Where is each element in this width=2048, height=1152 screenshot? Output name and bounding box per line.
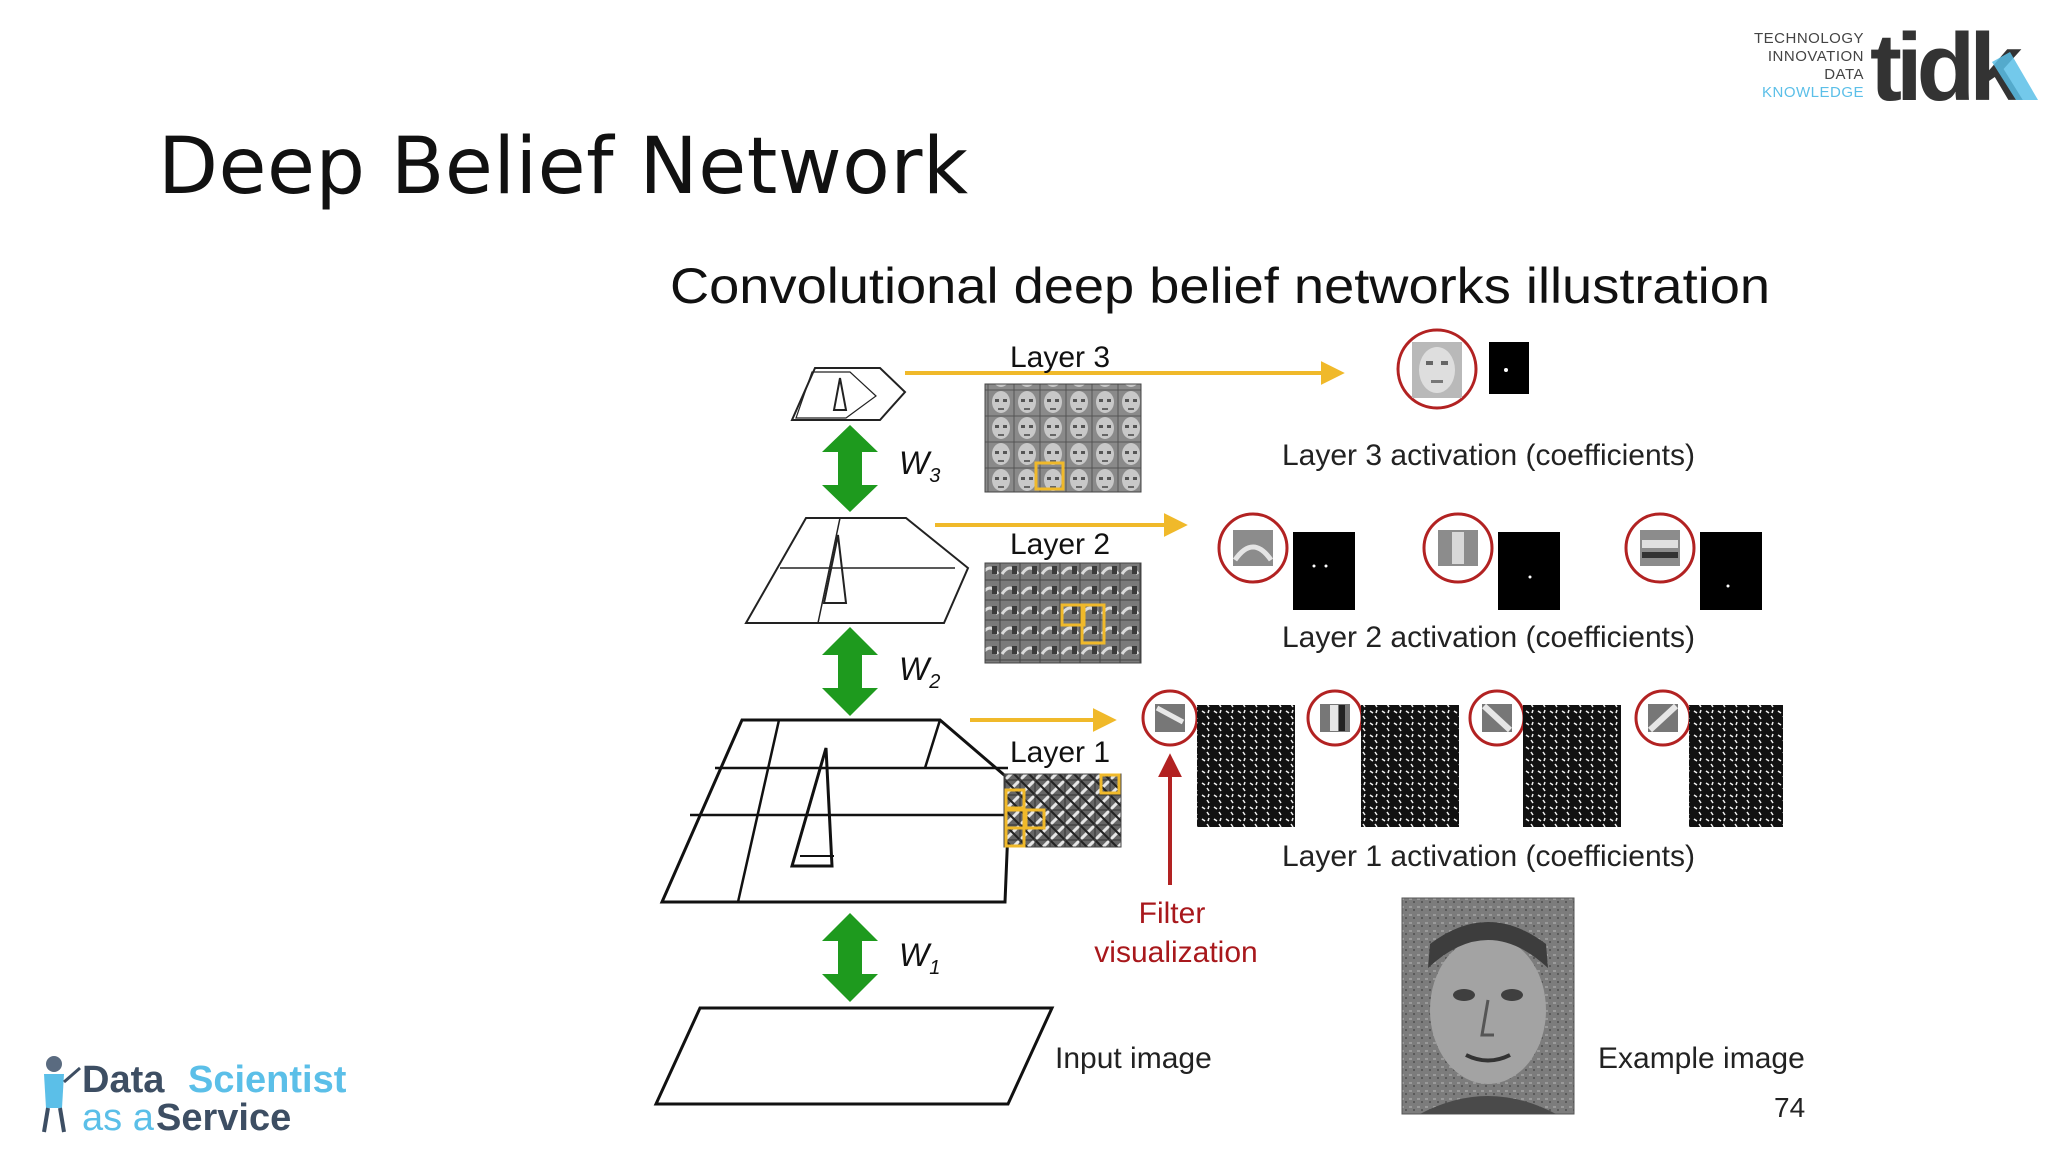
layer3-filter-highlight xyxy=(1034,461,1065,491)
layer3-activation-label: Layer 3 activation (coefficients) xyxy=(1282,439,1695,472)
scientist-mascot-icon xyxy=(42,1056,81,1133)
layer1-filter-1 xyxy=(1141,689,1295,827)
w3-green-arrow xyxy=(822,425,878,512)
tagline-data: DATA xyxy=(1824,66,1864,83)
filter-visualization-label-line2: visualization xyxy=(1094,936,1257,969)
diagram-heading: Convolutional deep belief networks illus… xyxy=(670,258,1770,314)
logo-accent-shape xyxy=(1992,52,2038,100)
layer1-filter-4 xyxy=(1634,689,1783,827)
tagline-knowledge: KNOWLEDGE xyxy=(1762,84,1864,101)
footer-logo-as-a: as a xyxy=(82,1097,155,1139)
layer2-activation-label: Layer 2 activation (coefficients) xyxy=(1282,621,1695,654)
layer1-pyramid xyxy=(659,718,1012,904)
logo-tagline: TECHNOLOGY INNOVATION DATA KNOWLEDGE xyxy=(1754,30,1864,101)
layer1-filter-highlight-c xyxy=(1004,826,1026,848)
w3-label: W3 xyxy=(899,445,940,487)
layer2-filter-3 xyxy=(1624,512,1762,610)
filter-visualization-label-line1: Filter xyxy=(1139,897,1206,930)
slide-title: Deep Belief Network xyxy=(158,122,969,212)
tagline-technology: TECHNOLOGY xyxy=(1754,30,1864,47)
layer1-filter-2 xyxy=(1306,689,1459,827)
w1-label: W1 xyxy=(899,937,940,979)
tagline-innovation: INNOVATION xyxy=(1768,48,1864,65)
footer-brand-logo: Data Scientist as a Service xyxy=(42,1056,347,1139)
layer1-activation-label: Layer 1 activation (coefficients) xyxy=(1282,840,1695,873)
example-face-image xyxy=(1401,897,1575,1115)
layer3-pyramid xyxy=(790,367,907,421)
layer3-face-filter-icon xyxy=(1412,342,1462,398)
input-image-label: Input image xyxy=(1055,1042,1212,1075)
example-image-label: Example image xyxy=(1598,1042,1805,1075)
layer2-pyramid xyxy=(744,517,970,624)
layer2-filter-2 xyxy=(1422,512,1560,610)
footer-logo-service: Service xyxy=(156,1097,291,1139)
layer3-activation-map xyxy=(1489,342,1529,394)
layer1-label: Layer 1 xyxy=(1010,736,1110,769)
w2-green-arrow xyxy=(822,627,878,716)
layer2-filter-1 xyxy=(1217,512,1355,610)
input-image-plane xyxy=(653,1006,1055,1106)
page-number: 74 xyxy=(1774,1092,1806,1123)
footer-logo-scientist: Scientist xyxy=(188,1059,347,1101)
w2-label: W2 xyxy=(899,651,940,693)
w1-green-arrow xyxy=(822,913,878,1002)
layer2-label: Layer 2 xyxy=(1010,528,1110,561)
layer1-filter-3 xyxy=(1468,689,1621,827)
layer1-filter-highlight-e xyxy=(1099,773,1121,795)
layer3-activation-dot xyxy=(1504,368,1508,372)
brand-logo: TECHNOLOGY INNOVATION DATA KNOWLEDGE tid… xyxy=(1754,14,2038,115)
layer1-filter-highlight-a xyxy=(1004,788,1026,810)
layer3-label: Layer 3 xyxy=(1010,341,1110,374)
layer2-filter-highlight-a xyxy=(1060,603,1086,627)
layer2-filter-highlight-b xyxy=(1080,603,1106,645)
footer-logo-data: Data xyxy=(82,1059,165,1101)
layer1-filter-highlight-d xyxy=(1024,808,1046,830)
